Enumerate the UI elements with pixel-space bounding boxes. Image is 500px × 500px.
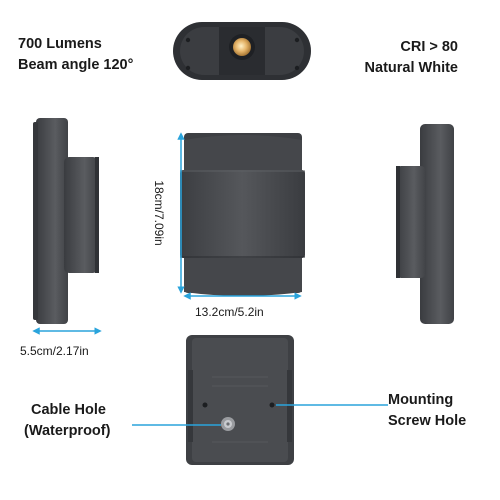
color-temp-label: Natural White [364, 60, 458, 76]
bottom-view-lamp [173, 22, 311, 80]
cable-hole-waterproof-label: (Waterproof) [24, 423, 111, 439]
cable-hole-label: Cable Hole [31, 402, 106, 418]
cri-label: CRI > 80 [400, 39, 458, 55]
lumens-label: 700 Lumens [18, 36, 102, 52]
beam-angle-label: Beam angle 120° [18, 57, 134, 73]
right-side-view [396, 124, 454, 324]
back-view [186, 335, 294, 465]
height-dimension-label: 18cm/7.09in [152, 180, 166, 246]
mounting-label: Mounting [388, 392, 454, 408]
left-side-view [33, 118, 99, 324]
depth-dimension-label: 5.5cm/2.17in [20, 344, 89, 358]
cable-hole-grommet [221, 417, 235, 431]
front-view [180, 133, 305, 296]
mounting-screw-hole-label: Screw Hole [388, 413, 467, 429]
width-dimension-label: 13.2cm/5.2in [195, 305, 264, 319]
